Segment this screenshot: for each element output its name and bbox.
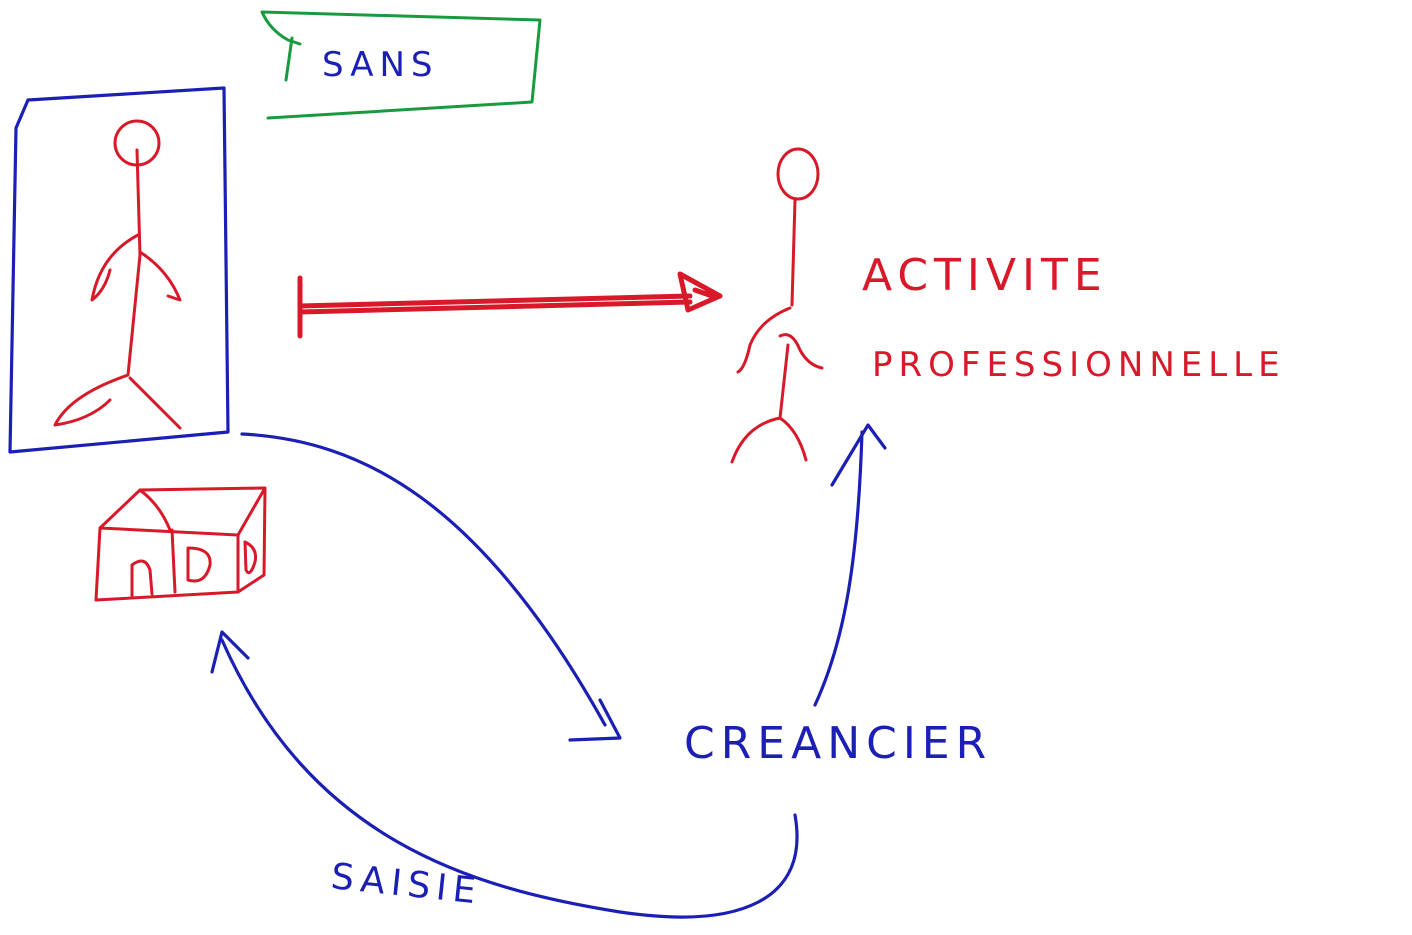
professional-body (730, 198, 824, 464)
sans-tag: SANS (260, 10, 542, 120)
arrow-creditor-to-activity (813, 423, 887, 707)
professional-figure (730, 147, 824, 464)
professional-head (776, 147, 820, 201)
sans-tag-tick (284, 36, 294, 82)
arrow-seizure-head (210, 630, 250, 674)
professionnelle-label: PROFESSIONNELLE (872, 345, 1286, 385)
sans-tag-border (260, 10, 542, 120)
arrow-seizure-line (220, 638, 799, 919)
prohibition-arrow-head (677, 271, 723, 313)
debtor-body (53, 148, 182, 430)
debtor-frame (8, 86, 230, 454)
activite-label: ACTIVITE (862, 250, 1108, 301)
arrow-seizure (210, 630, 799, 919)
debtor-figure (53, 119, 182, 430)
arrow-debtor-to-creditor-line (240, 432, 607, 727)
sans-label: SANS (322, 45, 439, 85)
creancier-label: CREANCIER (684, 718, 992, 769)
arrow-debtor-to-creditor-head (568, 698, 622, 742)
arrow-debtor-to-creditor (240, 432, 622, 742)
arrow-creditor-to-activity-line (813, 430, 864, 707)
arrow-creditor-to-activity-head (830, 423, 887, 487)
saisie-label: SAISIE (329, 856, 483, 913)
prohibition-arrow (297, 271, 723, 339)
house-icon (94, 486, 267, 602)
prohibition-arrow-shaft (297, 293, 693, 315)
house-outline (94, 486, 267, 602)
